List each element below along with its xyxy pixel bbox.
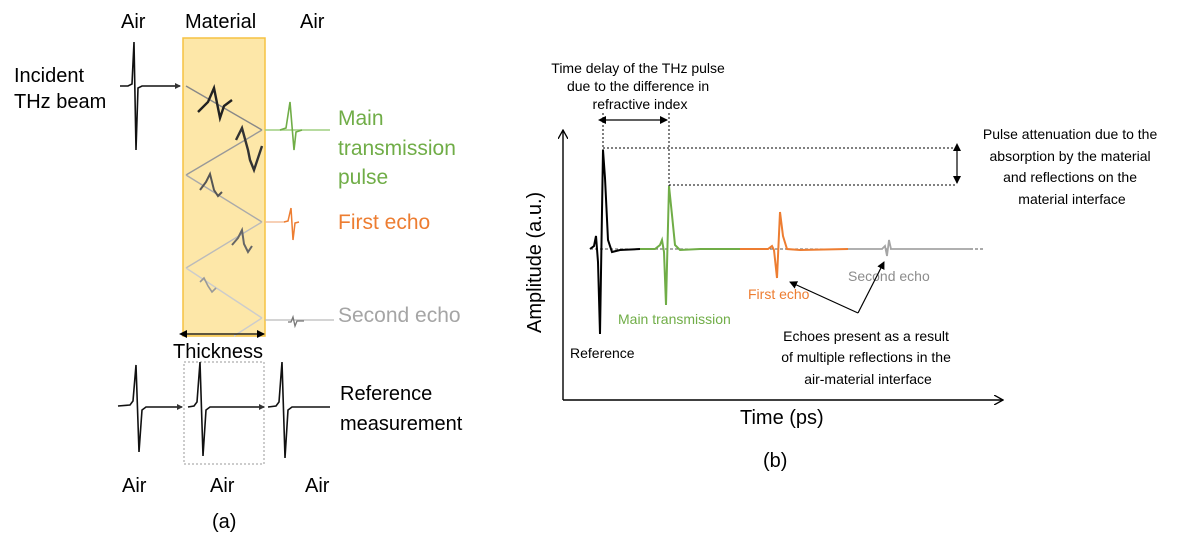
main-transmission-line-2: transmission [338,137,456,160]
reference-pulses [117,361,330,459]
second-echo-label: Second echo [338,304,461,327]
main-transmission-pulse-b [640,185,740,306]
reference-pulse-label: Reference [570,345,635,361]
internal-pulses [197,83,264,294]
reference-pulse-b [589,149,641,335]
incident-label: Incident THz beam [14,65,106,113]
reference-line-1: Reference [340,383,432,405]
attenuation-line-1: Pulse attenuation due to the [983,126,1158,142]
attenuation-line-3: and reflections on the [1003,169,1137,185]
time-delay-note: Time delay of the THz pulse due to the d… [551,60,728,112]
thickness-label: Thickness [173,341,263,363]
caption-a: (a) [212,511,236,533]
time-delay-line-3: refractive index [593,96,688,112]
material-label: Material [185,11,256,33]
reference-line-2: measurement [340,413,463,435]
attenuation-line-2: absorption by the material [990,148,1151,164]
echoes-note: Echoes present as a result of multiple r… [781,328,955,387]
main-transmission-label: Main transmission pulse [338,107,462,189]
reference-air-box [183,361,265,465]
x-axis-label: Time (ps) [740,407,824,429]
echo-pointer-first [789,281,859,314]
caption-b: (b) [763,450,787,472]
second-echo-pulse [288,314,304,329]
time-delay-line-1: Time delay of the THz pulse [551,60,725,76]
time-delay-line-2: due to the difference in [567,78,709,94]
panel-a: Air Material Air Incident THz beam [14,11,463,533]
first-echo-label: First echo [338,211,430,234]
echoes-line-2: of multiple reflections in the [781,349,951,365]
echoes-line-3: air-material interface [804,371,932,387]
bottom-air-2: Air [210,475,235,497]
incident-line-2: THz beam [14,91,106,113]
main-transmission-line-3: pulse [338,166,388,189]
panel-b: Amplitude (a.u.) Time (ps) Reference Mai… [524,60,1161,472]
attenuation-note: Pulse attenuation due to the absorption … [983,126,1161,207]
incident-pulse [120,41,181,151]
air-left-label: Air [121,11,146,33]
bottom-air-3: Air [305,475,330,497]
y-axis-label: Amplitude (a.u.) [524,192,546,333]
attenuation-line-4: material interface [1018,191,1126,207]
material-slab [182,37,266,337]
echoes-line-1: Echoes present as a result [783,328,949,344]
first-echo-pulse [283,207,300,241]
echo-pointer-second [857,261,885,314]
main-transmission-pulse-label: Main transmission [618,311,731,327]
main-transmission-line-1: Main [338,107,384,130]
bottom-air-1: Air [122,475,147,497]
main-transmission-pulse [279,101,303,151]
first-echo-pulse-label: First echo [748,286,810,302]
air-right-label: Air [300,11,325,33]
first-echo-pulse-b [740,211,849,279]
reference-measurement-label: Reference measurement [340,383,463,435]
reflection-paths [185,85,263,337]
second-echo-pulse-b [848,239,970,257]
second-echo-pulse-label: Second echo [848,268,930,284]
incident-line-1: Incident [14,65,84,87]
